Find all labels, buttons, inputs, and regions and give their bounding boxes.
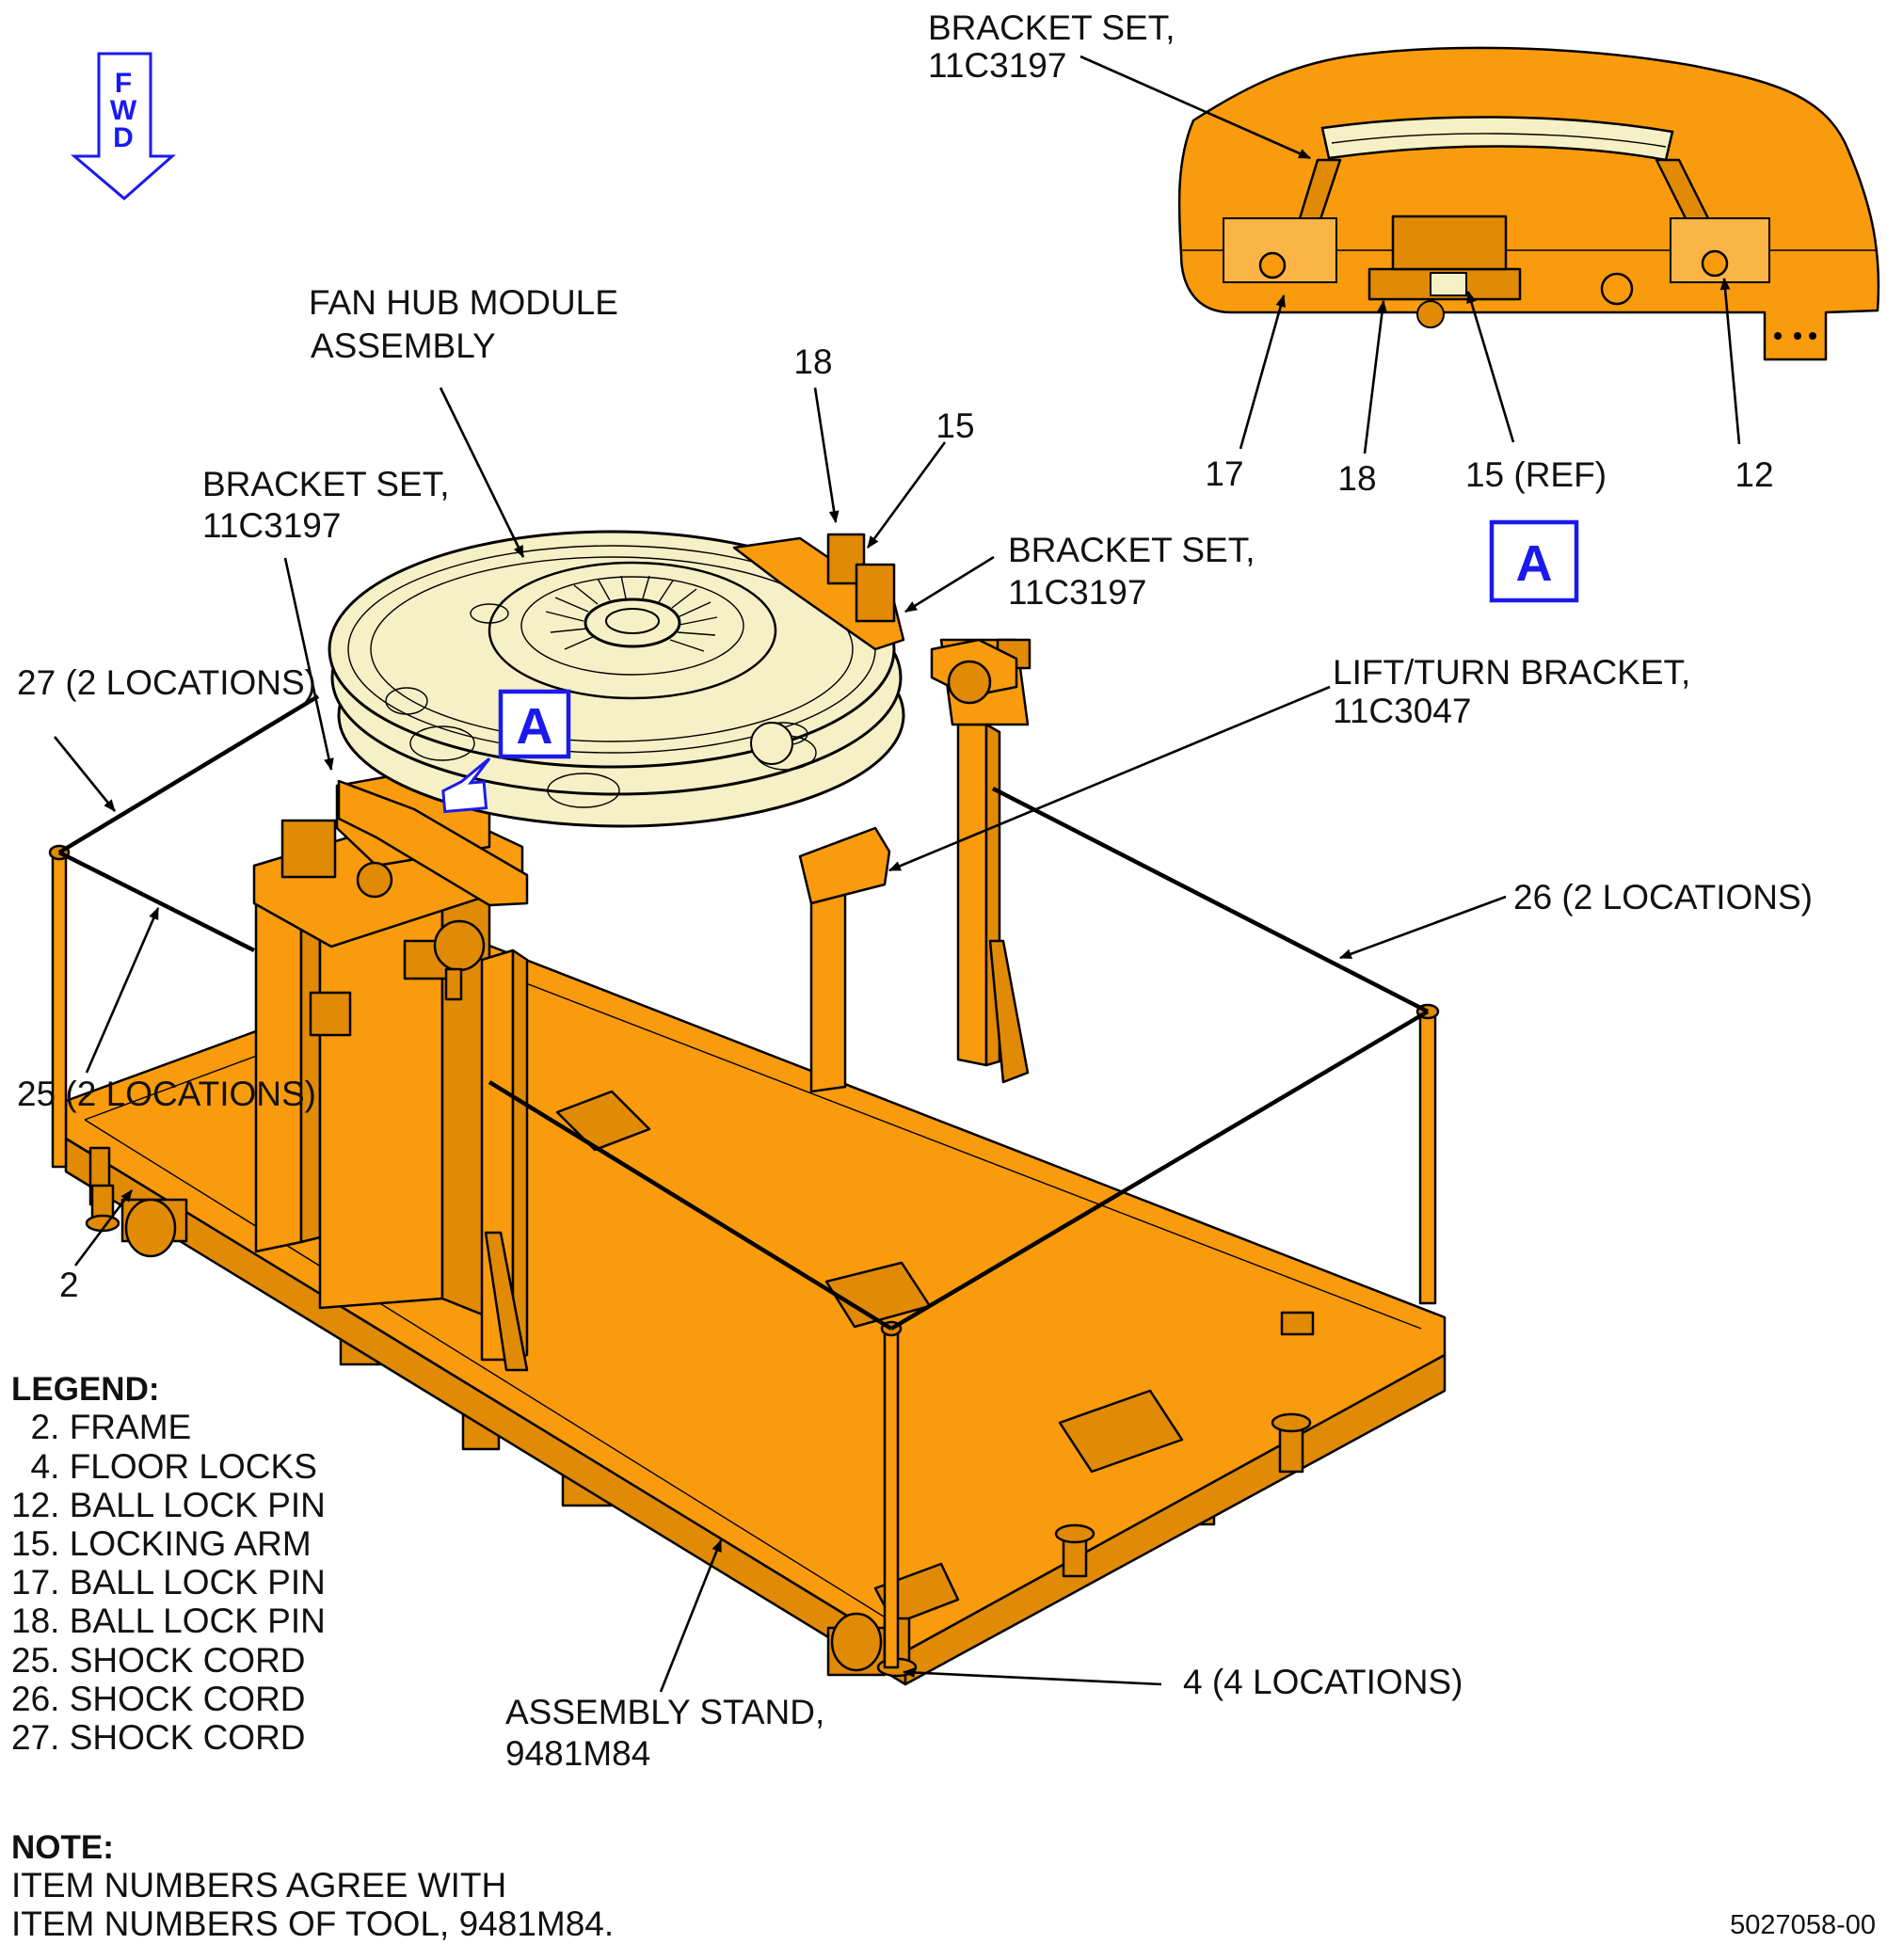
legend-item: 2. FRAME xyxy=(11,1408,191,1446)
legend-item: 25. SHOCK CORD xyxy=(11,1641,306,1680)
bracket-set-detail-label: BRACKET SET, xyxy=(928,8,1175,47)
view-direction-arrow-icon xyxy=(441,757,491,814)
legend-item: 27. SHOCK CORD xyxy=(11,1718,306,1757)
lift-turn-bracket-number: 11C3047 xyxy=(1333,692,1471,730)
callout-labels: FAN HUB MODULE ASSEMBLY 18 15 BRACKET SE… xyxy=(17,283,1813,1773)
legend-item: 17. BALL LOCK PIN xyxy=(11,1563,326,1601)
frame-2-label: 2 xyxy=(59,1266,79,1304)
lift-turn-bracket-label: LIFT/TURN BRACKET, xyxy=(1333,653,1690,692)
legend: LEGEND: 2. FRAME 4. FLOOR LOCKS 12. BALL… xyxy=(11,1371,326,1757)
fwd-letter: W xyxy=(110,95,137,126)
item-18-label: 18 xyxy=(793,343,832,381)
note-title: NOTE: xyxy=(11,1829,114,1866)
bracket-set-left-number: 11C3197 xyxy=(202,506,341,545)
legend-item: 4. FLOOR LOCKS xyxy=(11,1447,317,1486)
leader-lines xyxy=(53,387,1507,1693)
note-line: ITEM NUMBERS AGREE WITH xyxy=(11,1866,506,1904)
note: NOTE: ITEM NUMBERS AGREE WITH ITEM NUMBE… xyxy=(11,1829,614,1943)
view-marker-label: A xyxy=(517,698,553,755)
bracket-set-left-label: BRACKET SET, xyxy=(202,465,450,503)
floor-lock-icon xyxy=(1271,1412,1312,1474)
assembly-stand xyxy=(64,638,1447,1686)
fan-hub-module-label: FAN HUB MODULE xyxy=(309,283,618,322)
legend-item: 12. BALL LOCK PIN xyxy=(11,1486,326,1524)
fwd-letter: D xyxy=(113,122,134,153)
legend-item: 15. LOCKING ARM xyxy=(11,1524,312,1563)
shock-cord-25-label: 25 (2 LOCATIONS) xyxy=(17,1075,316,1113)
caster-wheel-icon xyxy=(826,1612,887,1677)
detail-view-a: BRACKET SET, 11C3197 17 18 15 (REF) 12 A xyxy=(928,8,1880,603)
floor-locks-4-label: 4 (4 LOCATIONS) xyxy=(1183,1663,1463,1701)
detail-item-12: 12 xyxy=(1735,455,1773,494)
floor-lock-icon xyxy=(1054,1523,1095,1578)
shock-cord-27-label: 27 (2 LOCATIONS) xyxy=(17,663,316,702)
floor-lock-icon xyxy=(85,1184,120,1233)
note-line: ITEM NUMBERS OF TOOL, 9481M84. xyxy=(11,1904,614,1943)
assembly-stand-number: 9481M84 xyxy=(505,1734,650,1773)
detail-item-15-ref: 15 (REF) xyxy=(1465,455,1607,494)
legend-title: LEGEND: xyxy=(11,1371,160,1408)
legend-item: 18. BALL LOCK PIN xyxy=(11,1601,326,1640)
fan-hub-module-label-line2: ASSEMBLY xyxy=(311,327,496,365)
bracket-set-right-label: BRACKET SET, xyxy=(1008,531,1255,569)
figure-number: 5027058-00 xyxy=(1730,1910,1876,1940)
shock-cord-26-label: 26 (2 LOCATIONS) xyxy=(1513,878,1813,916)
item-15-label: 15 xyxy=(936,406,974,445)
forward-arrow-icon: F W D xyxy=(70,52,176,200)
view-a-marker: A xyxy=(441,689,571,814)
detail-view-label: A xyxy=(1516,535,1553,592)
fan-hub-module xyxy=(328,530,1018,907)
detail-item-18: 18 xyxy=(1337,459,1376,498)
shock-cord-system xyxy=(48,694,1440,1669)
legend-item: 26. SHOCK CORD xyxy=(11,1680,306,1718)
detail-item-17: 17 xyxy=(1205,454,1243,493)
fwd-letter: F xyxy=(115,68,132,99)
bracket-set-detail-number: 11C3197 xyxy=(928,46,1066,85)
assembly-stand-label: ASSEMBLY STAND, xyxy=(505,1693,824,1731)
bracket-set-right-number: 11C3197 xyxy=(1008,573,1146,612)
